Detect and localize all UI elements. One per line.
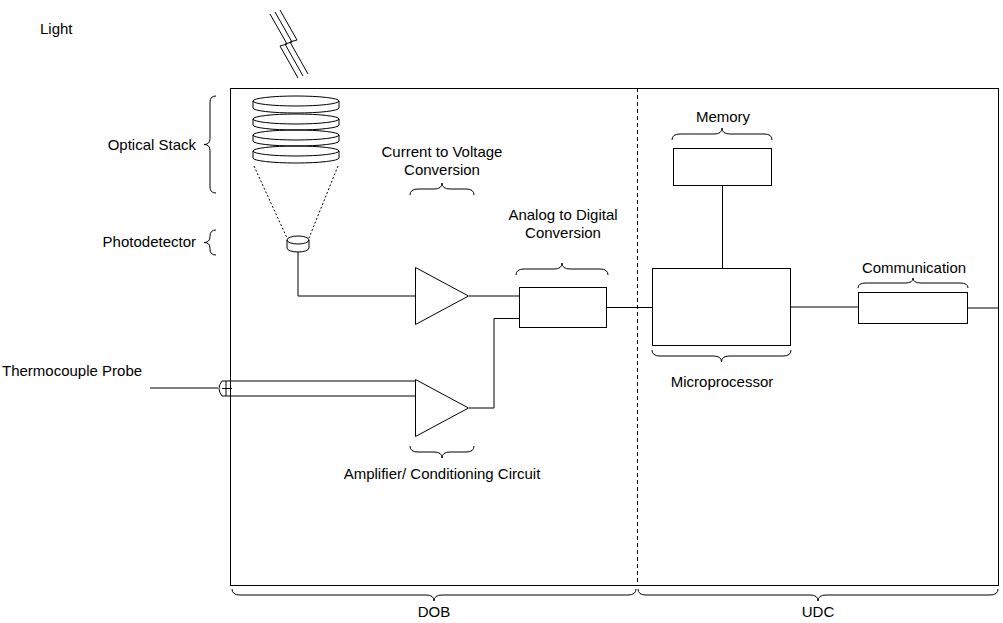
part-label: Optical Stack [108, 136, 196, 154]
signal-wire [791, 307, 858, 308]
thermocouple-probe [150, 381, 415, 396]
part-label: UDC [802, 603, 835, 621]
light-cone [254, 166, 338, 238]
amplifier-symbol [415, 379, 469, 437]
part-label: Thermocouple Probe [2, 362, 142, 380]
divider-line [637, 88, 638, 585]
optical-stack [253, 96, 339, 163]
amplifier-triangle: Amplifier/ Conditioning Circuit [415, 379, 469, 437]
part-label: Light [40, 20, 73, 38]
part-label: Photodetector [103, 233, 196, 251]
light-symbol [270, 10, 308, 78]
signal-wire [469, 319, 519, 409]
detector-wire [298, 252, 415, 296]
block-box: Memory [673, 148, 772, 186]
output-wire [968, 308, 998, 309]
braces [204, 96, 998, 601]
block-label: Communication [834, 259, 994, 277]
signal-wire [722, 186, 723, 268]
block-box: Communication [858, 292, 968, 324]
block-label: Amplifier/ Conditioning Circuit [342, 465, 542, 483]
block-label: Memory [643, 108, 803, 126]
block-box: Microprocessor [652, 268, 791, 346]
block-box: Analog to Digital Conversion [519, 287, 607, 328]
block-label: Current to Voltage Conversion [362, 143, 522, 179]
part-label: DOB [418, 603, 451, 621]
amplifier-symbol [415, 267, 469, 325]
signal-wire [469, 296, 519, 297]
photodetector-symbol [287, 236, 309, 252]
amplifier-triangle: Current to Voltage Conversion [415, 267, 469, 325]
block-label: Microprocessor [622, 373, 822, 391]
block-label: Analog to Digital Conversion [498, 206, 628, 242]
housing-outline [231, 89, 999, 586]
signal-wire [607, 307, 652, 308]
